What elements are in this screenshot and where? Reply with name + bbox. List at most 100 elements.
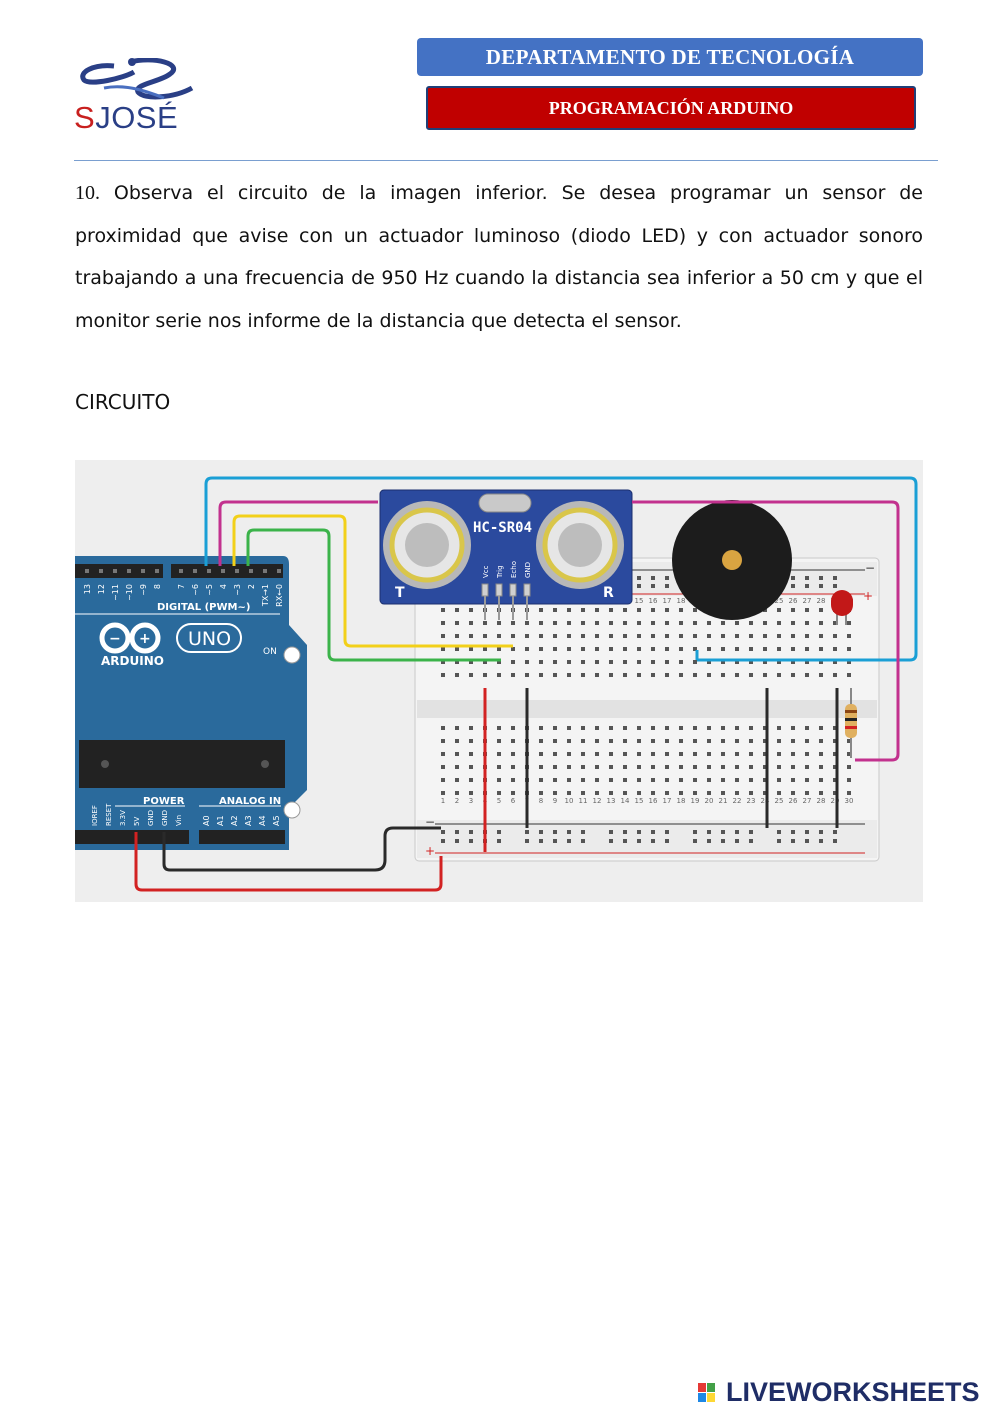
- breadboard-hole: [721, 726, 725, 730]
- breadboard-hole: [539, 608, 543, 612]
- rail-hole: [525, 839, 529, 843]
- breadboard-hole: [721, 634, 725, 638]
- power-pin-label: GND: [161, 810, 169, 826]
- breadboard-hole: [735, 647, 739, 651]
- breadboard-hole: [707, 647, 711, 651]
- sensor-pin: [481, 583, 489, 597]
- breadboard-hole: [763, 791, 767, 795]
- breadboard-hole: [763, 778, 767, 782]
- breadboard-hole: [553, 778, 557, 782]
- breadboard-hole: [637, 739, 641, 743]
- breadboard-hole: [497, 621, 501, 625]
- breadboard-hole: [623, 621, 627, 625]
- breadboard-hole: [637, 673, 641, 677]
- breadboard-hole: [651, 634, 655, 638]
- column-number: 10: [565, 797, 574, 805]
- breadboard-hole: [721, 660, 725, 664]
- breadboard-hole: [525, 634, 529, 638]
- breadboard-hole: [455, 673, 459, 677]
- rail-hole: [833, 584, 837, 588]
- breadboard-hole: [623, 791, 627, 795]
- column-number: 21: [719, 797, 728, 805]
- header-pin: [207, 569, 211, 573]
- rail-hole: [805, 839, 809, 843]
- digital-pin-label: 8: [153, 584, 162, 589]
- breadboard-hole: [791, 608, 795, 612]
- breadboard-hole: [707, 752, 711, 756]
- breadboard-hole: [637, 647, 641, 651]
- column-number: 28: [817, 797, 826, 805]
- breadboard-hole: [805, 791, 809, 795]
- breadboard-hole: [595, 673, 599, 677]
- rail-hole: [441, 839, 445, 843]
- breadboard-hole: [749, 647, 753, 651]
- breadboard-hole: [497, 778, 501, 782]
- breadboard-hole: [833, 752, 837, 756]
- column-number: 18: [677, 597, 686, 605]
- breadboard-hole: [469, 634, 473, 638]
- breadboard-hole: [609, 621, 613, 625]
- digital-pin-label: ~5: [205, 584, 214, 596]
- breadboard-hole: [651, 765, 655, 769]
- rail-minus-label: −: [865, 561, 875, 575]
- breadboard-hole: [763, 647, 767, 651]
- breadboard-hole: [693, 765, 697, 769]
- breadboard-hole: [455, 739, 459, 743]
- breadboard-hole: [763, 726, 767, 730]
- breadboard-hole: [819, 739, 823, 743]
- digital-pin-label: ~10: [125, 584, 134, 601]
- breadboard-hole: [525, 647, 529, 651]
- rail-hole: [707, 830, 711, 834]
- sensor-pin: [509, 583, 517, 597]
- column-number: 2: [455, 797, 459, 805]
- breadboard-hole: [847, 778, 851, 782]
- digital-pin-label: ~3: [233, 584, 242, 596]
- breadboard-hole: [511, 634, 515, 638]
- column-number: 15: [635, 797, 644, 805]
- breadboard-hole: [805, 765, 809, 769]
- breadboard-hole: [455, 765, 459, 769]
- breadboard-hole: [553, 660, 557, 664]
- breadboard-hole: [623, 739, 627, 743]
- breadboard-hole: [665, 726, 669, 730]
- header-pin: [127, 569, 131, 573]
- breadboard-hole: [735, 791, 739, 795]
- digital-pin-label: RX←0: [275, 584, 284, 607]
- breadboard-hole: [525, 660, 529, 664]
- breadboard-hole: [819, 647, 823, 651]
- breadboard-hole: [735, 739, 739, 743]
- breadboard-hole: [679, 673, 683, 677]
- column-number: 12: [593, 797, 602, 805]
- breadboard-hole: [679, 765, 683, 769]
- breadboard-hole: [497, 765, 501, 769]
- breadboard-hole: [609, 673, 613, 677]
- breadboard-hole: [623, 673, 627, 677]
- breadboard-hole: [651, 608, 655, 612]
- breadboard-hole: [567, 791, 571, 795]
- breadboard-hole: [637, 752, 641, 756]
- breadboard-hole: [637, 660, 641, 664]
- breadboard-hole: [665, 739, 669, 743]
- digital-label: DIGITAL (PWM~): [157, 602, 250, 613]
- breadboard-hole: [497, 634, 501, 638]
- breadboard-hole: [679, 647, 683, 651]
- breadboard-hole: [707, 791, 711, 795]
- breadboard-hole: [609, 752, 613, 756]
- rail-hole: [651, 839, 655, 843]
- breadboard-hole: [539, 673, 543, 677]
- breadboard-hole: [567, 608, 571, 612]
- column-number: 16: [649, 797, 658, 805]
- breadboard-hole: [707, 726, 711, 730]
- rail-hole: [735, 839, 739, 843]
- power-label: POWER: [143, 796, 185, 807]
- header-pin: [263, 569, 267, 573]
- rail-hole: [553, 839, 557, 843]
- breadboard-hole: [833, 726, 837, 730]
- breadboard-hole: [651, 778, 655, 782]
- breadboard-hole: [511, 765, 515, 769]
- analog-pin-label: A2: [230, 815, 239, 826]
- breadboard-hole: [455, 778, 459, 782]
- breadboard-hole: [665, 752, 669, 756]
- breadboard-hole: [497, 752, 501, 756]
